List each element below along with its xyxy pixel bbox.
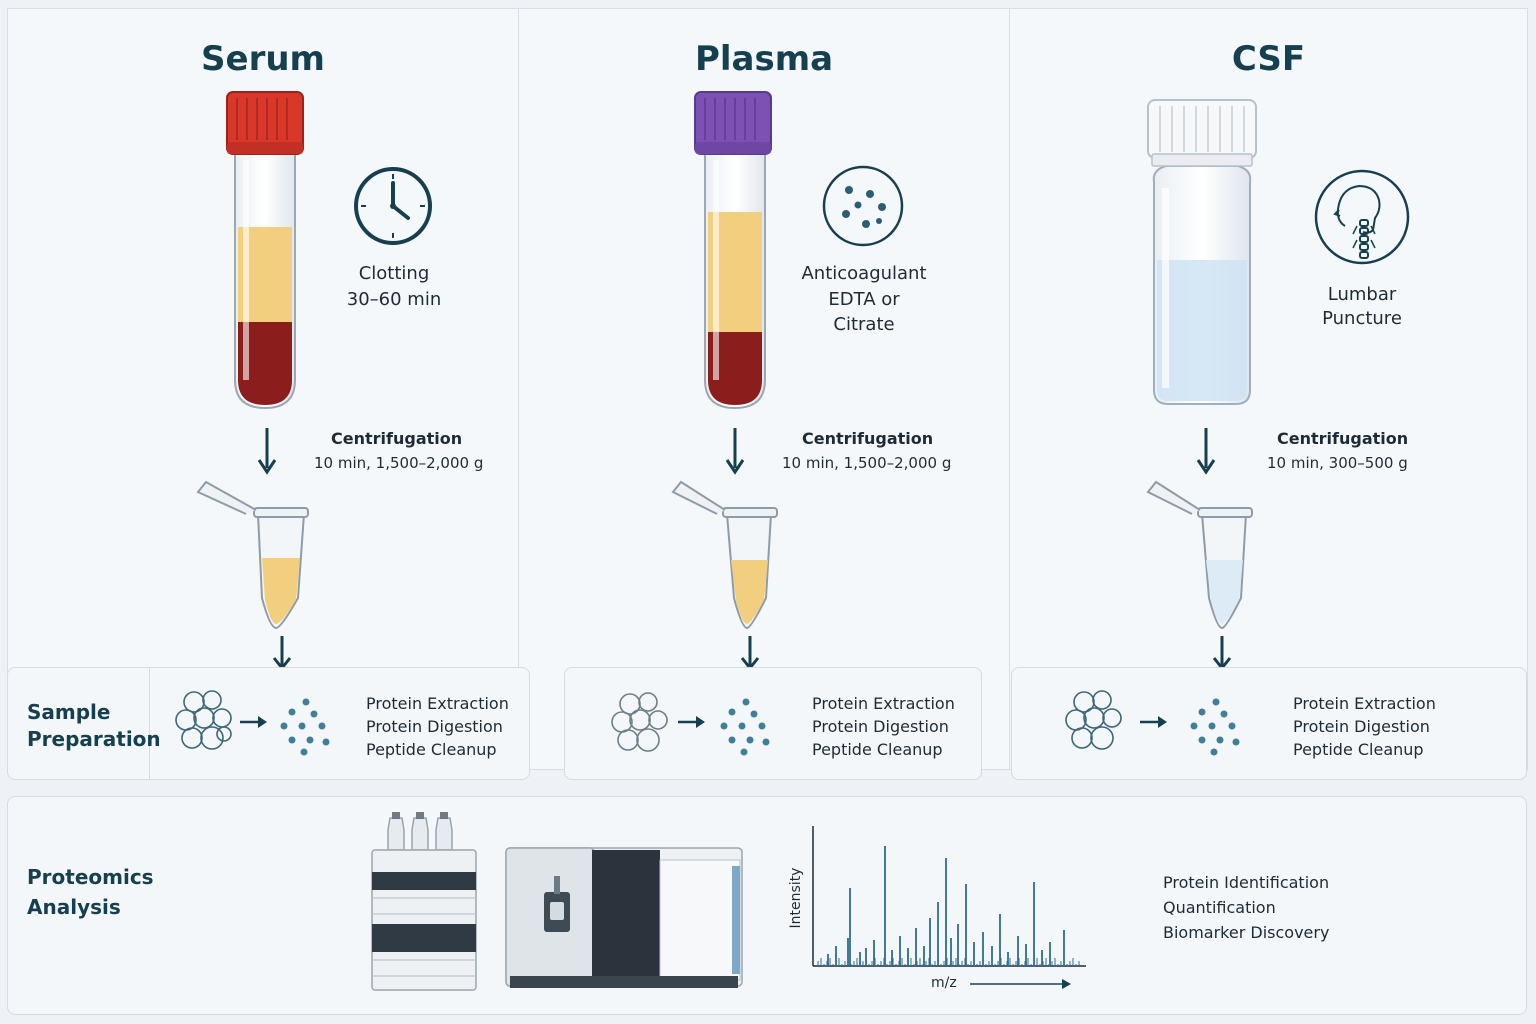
serum-centrifugation-value: 10 min, 1,500–2,000 g	[314, 454, 484, 472]
y-axis-label: Intensity	[788, 867, 804, 929]
sample-prep-csf-panel	[1011, 667, 1527, 780]
down-arrow-icon	[725, 428, 745, 475]
down-arrow-icon	[272, 636, 292, 671]
csf-column: CSF	[1009, 8, 1528, 770]
dots-icon	[822, 165, 904, 247]
serum-tube	[226, 91, 304, 410]
proteomics-label: Proteomics Analysis	[27, 865, 154, 919]
sample-prep-label: Sample Preparation	[27, 700, 161, 751]
proteomics-panel	[7, 796, 1527, 1015]
plasma-icon-label: Anticoagulant	[801, 263, 927, 284]
serum-icon-label: Clotting	[358, 263, 430, 284]
csf-prep-steps: Protein Extraction Protein Digestion Pep…	[1293, 694, 1436, 759]
plasma-tube	[694, 91, 772, 410]
down-arrow-icon	[257, 428, 277, 475]
protein-cluster-icon	[1065, 690, 1122, 750]
csf-vial	[1147, 99, 1257, 405]
sample-prep-serum-panel	[7, 667, 530, 780]
plasma-icon-sub2: Citrate	[833, 314, 895, 335]
csf-centrifugation-title: Centrifugation	[1277, 429, 1409, 448]
csf-centrifugation-value: 10 min, 300–500 g	[1267, 454, 1408, 472]
peptide-dots-icon	[280, 698, 330, 756]
protein-cluster-icon	[175, 690, 232, 750]
arrow-right-icon	[240, 716, 267, 728]
csf-title: CSF	[1231, 39, 1306, 79]
csf-microtube	[1146, 480, 1253, 630]
csf-icon-label2: Puncture	[1322, 308, 1402, 329]
plasma-title: Plasma	[694, 39, 834, 79]
spine-head-icon	[1314, 169, 1410, 265]
plasma-microtube	[671, 480, 778, 630]
clock-icon	[354, 167, 432, 245]
mass-spectrometer-illustration	[505, 847, 743, 988]
serum-prep-steps: Protein Extraction Protein Digestion Pep…	[366, 694, 509, 759]
arrow-right-icon	[678, 716, 705, 728]
serum-microtube	[196, 480, 309, 630]
sample-prep-plasma-panel	[564, 667, 982, 780]
plasma-icon-sub1: EDTA or	[828, 289, 900, 310]
peptide-dots-icon	[1190, 698, 1240, 756]
serum-icon-sub: 30–60 min	[346, 289, 442, 310]
csf-icon-label1: Lumbar	[1327, 284, 1397, 305]
plasma-centrifugation-title: Centrifugation	[802, 429, 934, 448]
mass-spectrum-chart	[812, 826, 1086, 989]
down-arrow-icon	[1212, 636, 1232, 671]
down-arrow-icon	[740, 636, 760, 671]
serum-centrifugation-title: Centrifugation	[331, 429, 463, 448]
lc-system-illustration	[371, 812, 477, 991]
peptide-dots-icon	[720, 698, 770, 756]
plasma-centrifugation-value: 10 min, 1,500–2,000 g	[782, 454, 952, 472]
arrow-right-icon	[1140, 716, 1167, 728]
x-axis-label: m/z	[931, 975, 957, 991]
serum-title: Serum	[201, 39, 325, 79]
plasma-prep-steps: Protein Extraction Protein Digestion Pep…	[812, 694, 955, 759]
protein-cluster-icon	[611, 692, 668, 752]
proteomics-outputs: Protein Identification Quantification Bi…	[1163, 873, 1330, 942]
down-arrow-icon	[1196, 428, 1216, 475]
